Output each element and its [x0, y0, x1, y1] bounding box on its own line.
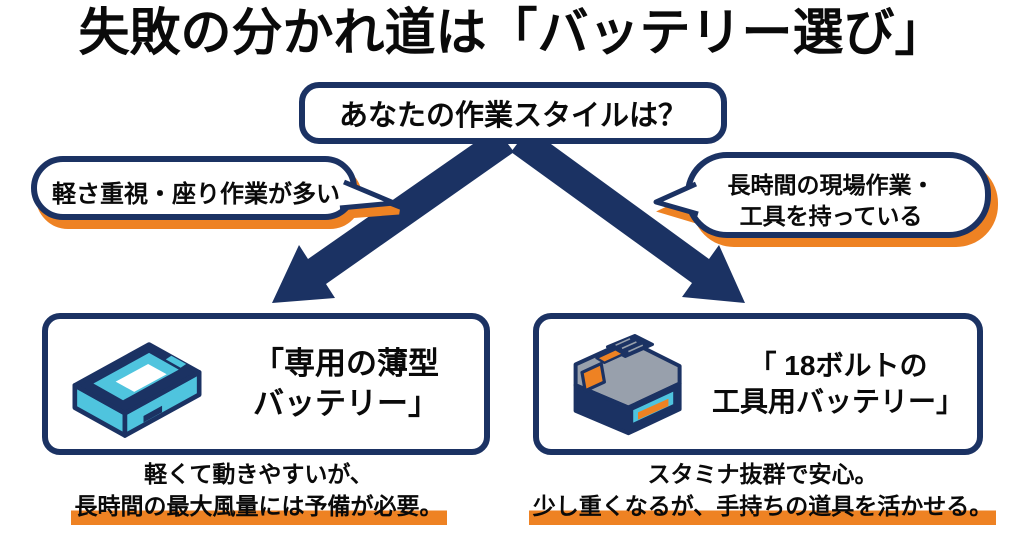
- right-arrow-icon: [511, 128, 745, 303]
- left-note-line2: 長時間の最大風量には予備が必要。: [70, 490, 447, 526]
- right-condition-text-line1: 長時間の現場作業・: [727, 171, 935, 198]
- left-result-line2: バッテリー」: [253, 386, 439, 421]
- question-label: あなたの作業スタイルは？: [338, 100, 687, 132]
- right-condition-label: 長時間の現場作業・ 工具を持っている: [700, 163, 962, 239]
- power-tool-battery-icon: [573, 334, 682, 436]
- left-condition-bubble-icon: [31, 156, 400, 229]
- right-note-line2: 少し重くなるが、手持ちの道具を活かせる。: [528, 490, 997, 526]
- right-note: スタミナ抜群で安心。 少し重くなるが、手持ちの道具を活かせる。: [505, 459, 1020, 526]
- left-result-label: 「専用の薄型 バッテリー」: [216, 344, 484, 425]
- left-condition-text: 軽さ重視・座り作業が多い: [52, 180, 340, 208]
- right-condition-text-line2: 工具を持っている: [739, 203, 923, 229]
- left-note-line1: 軽くて動きやすいが、: [144, 461, 373, 487]
- slim-battery-icon: [72, 342, 202, 438]
- question-bubble: あなたの作業スタイルは？: [299, 82, 727, 144]
- right-condition-bubble-icon: [653, 152, 998, 247]
- right-result-label: 「 18ボルトの 工具用バッテリー」: [707, 348, 977, 421]
- page-title: 失敗の分かれ道は「バッテリー選び」: [78, 4, 946, 61]
- left-condition-label: 軽さ重視・座り作業が多い: [40, 162, 352, 220]
- left-arrow-icon: [272, 128, 514, 303]
- left-note: 軽くて動きやすいが、 長時間の最大風量には予備が必要。: [6, 459, 511, 526]
- right-result-card: 「 18ボルトの 工具用バッテリー」: [533, 313, 983, 455]
- right-result-line2: 工具用バッテリー」: [711, 386, 964, 417]
- right-result-line1: 「 18ボルトの: [748, 349, 928, 381]
- left-result-card: 「専用の薄型 バッテリー」: [42, 313, 490, 455]
- right-note-line1: スタミナ抜群で安心。: [647, 461, 878, 487]
- left-result-line1: 「専用の薄型: [253, 345, 439, 381]
